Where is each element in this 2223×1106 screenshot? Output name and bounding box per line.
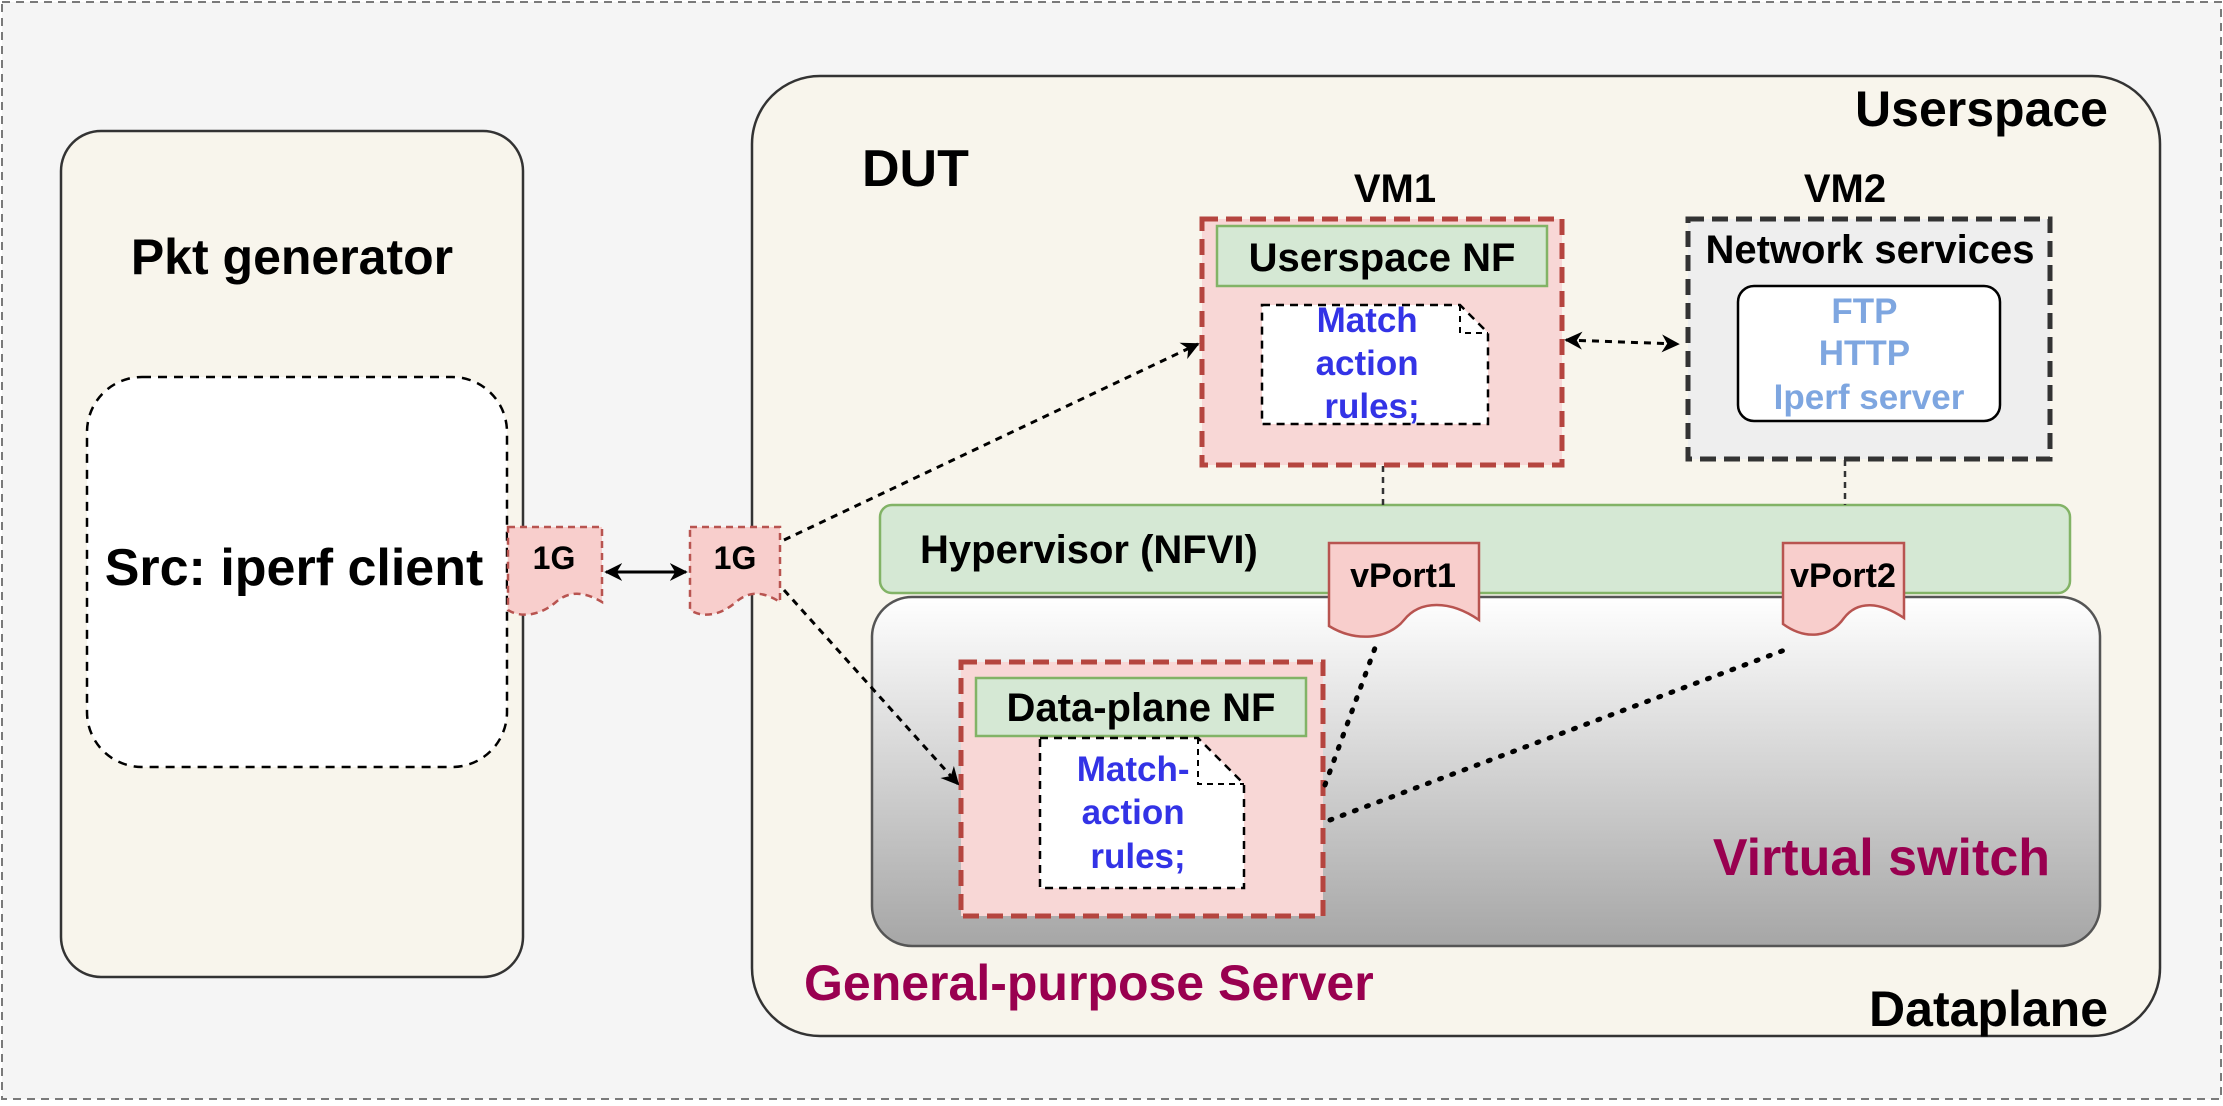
network-services-label: Network services — [1705, 228, 2034, 272]
dataplane-label: Dataplane — [1869, 981, 2108, 1037]
dataplane-rules-text: Match- action rules; — [1077, 750, 1200, 876]
vm1-rules-text: Match action rules; — [1316, 301, 1429, 426]
dataplane-rules-note-fold — [1197, 738, 1244, 785]
vm1-title: VM1 — [1354, 167, 1436, 211]
userspace-nf-label-box — [1215, 224, 1549, 288]
virtual-switch-label: Virtual switch — [1713, 829, 2050, 887]
general-purpose-server-label: General-purpose Server — [804, 955, 1374, 1011]
services-text: FTP HTTP Iperf server — [1774, 292, 1965, 417]
port-dataplane-arrow — [782, 588, 960, 786]
iperf-client-label: Src: iperf client — [105, 539, 484, 597]
vm2-title: VM2 — [1804, 167, 1886, 211]
vm1-rules-note-fold — [1459, 305, 1488, 334]
service-item: FTP — [1831, 292, 1897, 331]
vport1-label: vPort1 — [1350, 557, 1456, 595]
dut-1g-label: 1G — [714, 540, 757, 576]
service-item: HTTP — [1819, 334, 1910, 373]
iperf-client-box — [85, 375, 509, 769]
userspace-label: Userspace — [1855, 81, 2108, 137]
dataplane-vport1-link — [1322, 645, 1378, 788]
vm1-rules-line: rules; — [1324, 387, 1419, 426]
dataplane-rules-note — [1038, 736, 1246, 890]
dataplane-vport2-link — [1327, 645, 1793, 823]
dut-1g-port — [688, 525, 782, 616]
vm1-rules-note — [1260, 303, 1490, 426]
vport1-shape — [1327, 541, 1481, 638]
pktgen-1g-label: 1G — [533, 540, 576, 576]
dataplane-nf-label-box — [974, 676, 1308, 738]
vport2-shape — [1781, 541, 1906, 636]
vm1-rules-line: Match — [1317, 301, 1418, 340]
vm1-vm2-arrow — [1564, 331, 1680, 353]
pktgen-1g-port — [506, 525, 604, 616]
port-vm1-arrow — [783, 342, 1200, 542]
dataplane-rules-line: Match- — [1077, 750, 1190, 789]
dataplane-rules-line: action — [1082, 793, 1185, 832]
dataplane-rules-line: rules; — [1090, 837, 1185, 876]
pkt-generator-title: Pkt generator — [131, 229, 453, 285]
service-item: Iperf server — [1774, 378, 1965, 417]
services-box — [1736, 284, 2002, 423]
dataplane-nf-label: Data-plane NF — [1007, 686, 1276, 730]
hypervisor-label: Hypervisor (NFVI) — [920, 528, 1258, 572]
dut-title: DUT — [862, 140, 969, 198]
vm1-rules-line: action — [1316, 344, 1419, 383]
vport2-label: vPort2 — [1790, 557, 1896, 595]
userspace-nf-label: Userspace NF — [1249, 236, 1516, 280]
